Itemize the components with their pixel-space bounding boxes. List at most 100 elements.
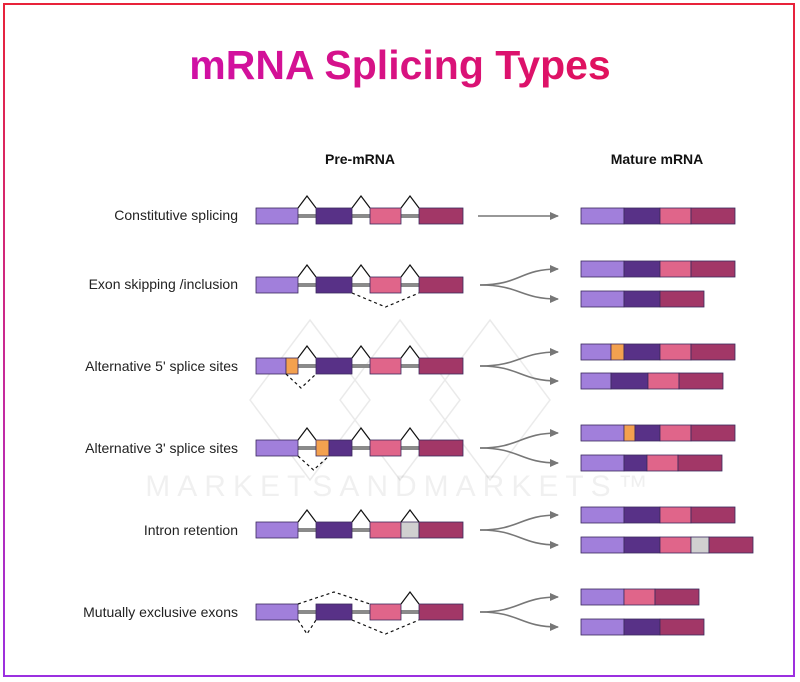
mature-exon — [580, 372, 612, 390]
mature-exon — [634, 424, 661, 442]
splice-peak — [400, 195, 420, 209]
alt-5-site — [285, 357, 299, 375]
splice-peak — [351, 264, 371, 278]
mature-exon — [580, 290, 625, 308]
exon-4 — [418, 603, 464, 621]
exon-2 — [315, 207, 353, 225]
pre-mrna-header: Pre-mRNA — [324, 151, 395, 167]
mature-exon — [659, 536, 692, 554]
splice-peak — [400, 591, 420, 605]
splice-valley — [297, 619, 317, 636]
mature-exon — [659, 290, 705, 308]
mature-exon — [659, 424, 692, 442]
exon-2 — [315, 521, 353, 539]
mature-exon — [659, 618, 705, 636]
arrow-lower — [479, 284, 559, 303]
mature-exon — [580, 343, 612, 361]
exon-3 — [369, 207, 402, 225]
mature-exon — [580, 536, 625, 554]
mature-exon — [623, 343, 661, 361]
arrow-lower — [479, 611, 559, 631]
mature-exon — [580, 424, 625, 442]
mature-exon — [647, 372, 680, 390]
exon-1 — [255, 276, 299, 294]
splice-valley — [351, 292, 420, 308]
exon-4 — [418, 207, 464, 225]
exon-1 — [255, 357, 287, 375]
splice-peak-dashed — [297, 591, 371, 605]
splice-peak — [297, 427, 317, 441]
mature-exon — [659, 343, 692, 361]
exon-1 — [255, 603, 299, 621]
arrow-lower — [479, 365, 559, 385]
arrow-upper — [479, 348, 559, 367]
mature-exon — [677, 454, 723, 472]
exon-1 — [255, 207, 299, 225]
arrow-lower — [479, 529, 559, 549]
exon-2 — [315, 276, 353, 294]
splice-peak — [297, 195, 317, 209]
mature-exon — [623, 536, 661, 554]
alt-3-site — [315, 439, 330, 457]
mature-exon — [610, 372, 649, 390]
mature-exon — [610, 343, 625, 361]
row-label-intron-retention: Intron retention — [143, 522, 238, 538]
exon-2 — [328, 439, 353, 457]
mature-exon — [623, 618, 661, 636]
exon-1 — [255, 521, 299, 539]
mature-exon — [690, 506, 736, 524]
retained-intron — [400, 521, 420, 539]
row-label-exon-skipping: Exon skipping /inclusion — [88, 276, 238, 292]
exon-3 — [369, 357, 402, 375]
splice-peak — [351, 195, 371, 209]
exon-3 — [369, 439, 402, 457]
mature-exon — [690, 536, 710, 554]
mature-exon — [690, 260, 736, 278]
mature-exon — [623, 207, 661, 225]
arrow-upper — [479, 429, 559, 449]
row-label-alt-5: Alternative 5' splice sites — [85, 358, 238, 374]
page-title: mRNA Splicing Types — [0, 42, 800, 89]
exon-2 — [315, 603, 353, 621]
exon-4 — [418, 276, 464, 294]
arrow-lower — [479, 447, 559, 467]
splice-peak — [351, 345, 371, 359]
mature-exon — [580, 207, 625, 225]
page-frame — [3, 3, 795, 677]
splice-peak — [351, 509, 371, 523]
mature-exon — [580, 506, 625, 524]
mature-exon — [623, 454, 648, 472]
mature-exon — [654, 588, 700, 606]
mature-exon — [623, 588, 656, 606]
mature-mrna-header: Mature mRNA — [610, 151, 704, 167]
row-label-mutually-exclusive: Mutually exclusive exons — [83, 604, 238, 620]
watermark: MARKETSANDMARKETS™ — [145, 470, 655, 503]
mature-exon — [659, 260, 692, 278]
mature-exon — [690, 424, 736, 442]
mature-exon — [623, 424, 636, 442]
exon-1 — [255, 439, 299, 457]
mature-exon — [623, 506, 661, 524]
splice-peak — [297, 264, 317, 278]
splice-valley — [285, 373, 317, 389]
mature-exon — [690, 207, 736, 225]
mature-exon — [623, 260, 661, 278]
splice-peak — [400, 427, 420, 441]
splice-peak — [400, 264, 420, 278]
exon-4 — [418, 521, 464, 539]
row-label-alt-3: Alternative 3' splice sites — [85, 440, 238, 456]
mature-exon — [708, 536, 754, 554]
exon-3 — [369, 603, 402, 621]
arrow-upper — [479, 511, 559, 531]
splice-valley — [297, 455, 330, 471]
mature-exon — [690, 343, 736, 361]
mature-exon — [678, 372, 724, 390]
rows-layer — [255, 195, 754, 636]
exon-4 — [418, 357, 464, 375]
mature-exon — [623, 290, 661, 308]
exon-2 — [315, 357, 353, 375]
mature-exon — [659, 506, 692, 524]
arrow-upper — [479, 265, 559, 286]
mature-exon — [580, 454, 625, 472]
